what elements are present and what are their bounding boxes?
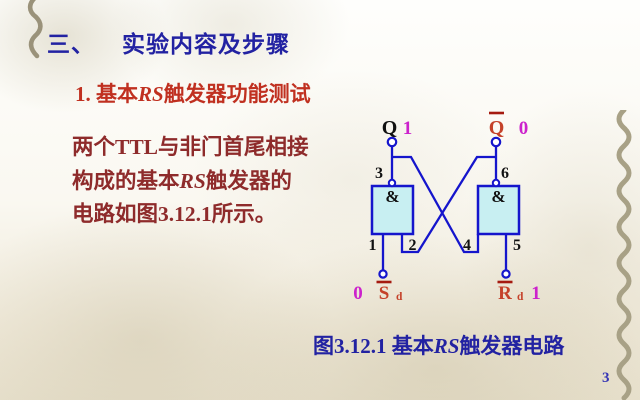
and-symbol-left: & (385, 187, 399, 206)
body-line2-rs: RS (179, 168, 206, 193)
qbar-value: 0 (519, 118, 529, 139)
figure-caption: 图3.12.1 基本RS触发器电路 (313, 330, 564, 360)
caption-prefix: 图3.12.1 基本 (313, 334, 434, 358)
sd-value: 0 (353, 283, 363, 304)
caption-suffix: 触发器电路 (459, 334, 565, 358)
q-label: Q (382, 117, 398, 139)
body-line-1: 两个TTL与非门首尾相接 (72, 135, 309, 159)
sd-subscript: d (396, 291, 403, 303)
vine-squiggle-right-icon (616, 110, 632, 400)
inversion-bubble-right (491, 178, 501, 188)
subtitle-prefix: 1. 基本 (75, 82, 138, 106)
q-terminal-node (386, 136, 398, 148)
body-line-3: 电路如图3.12.1所示。 (72, 202, 277, 226)
body-line2-prefix: 构成的基本 (72, 168, 180, 193)
pin-4-label: 4 (463, 237, 471, 254)
page-number: 3 (602, 370, 610, 386)
wire-qbar-to-pin2 (400, 155, 496, 254)
pin-3-label: 3 (375, 165, 383, 182)
qbar-terminal-node (490, 136, 502, 148)
and-symbol-right: & (491, 187, 505, 206)
pin-1-label: 1 (369, 237, 377, 254)
body-paragraph: 两个TTL与非门首尾相接 构成的基本RS触发器的 电路如图3.12.1所示。 (72, 131, 309, 232)
title-number: 三、 (47, 32, 95, 57)
nand-gate-right-box (476, 184, 521, 236)
title-text: 实验内容及步骤 (122, 32, 290, 57)
rd-subscript: d (517, 291, 524, 303)
pin-2-label: 2 (409, 237, 417, 254)
pin-5-label: 5 (513, 237, 521, 254)
subtitle-rs: RS (138, 82, 164, 106)
inversion-bubble-left (387, 178, 397, 188)
subtitle-suffix: 触发器功能测试 (163, 82, 311, 106)
vine-squiggle-top-left-icon (27, 0, 43, 59)
body-line2-suffix: 触发器的 (205, 168, 292, 193)
wire-q-to-pin4 (392, 155, 480, 254)
section-subtitle: 1. 基本RS触发器功能测试 (75, 78, 311, 108)
sd-label: S (379, 283, 390, 304)
sd-terminal-node (378, 269, 388, 279)
rd-value: 1 (531, 283, 541, 304)
page-title: 三、 实验内容及步骤 (47, 25, 290, 59)
caption-rs: RS (433, 334, 460, 358)
rd-label: R (498, 283, 512, 304)
rs-flipflop-circuit-diagram: & & 3 6 1 2 4 5 Q 1 Q 0 0 S d R d 1 (353, 111, 541, 304)
rd-terminal-node (501, 269, 511, 279)
body-line-2: 构成的基本RS触发器的 (72, 165, 309, 199)
q-value: 1 (403, 118, 413, 139)
qbar-label: Q (489, 117, 505, 139)
pin-6-label: 6 (501, 165, 509, 182)
